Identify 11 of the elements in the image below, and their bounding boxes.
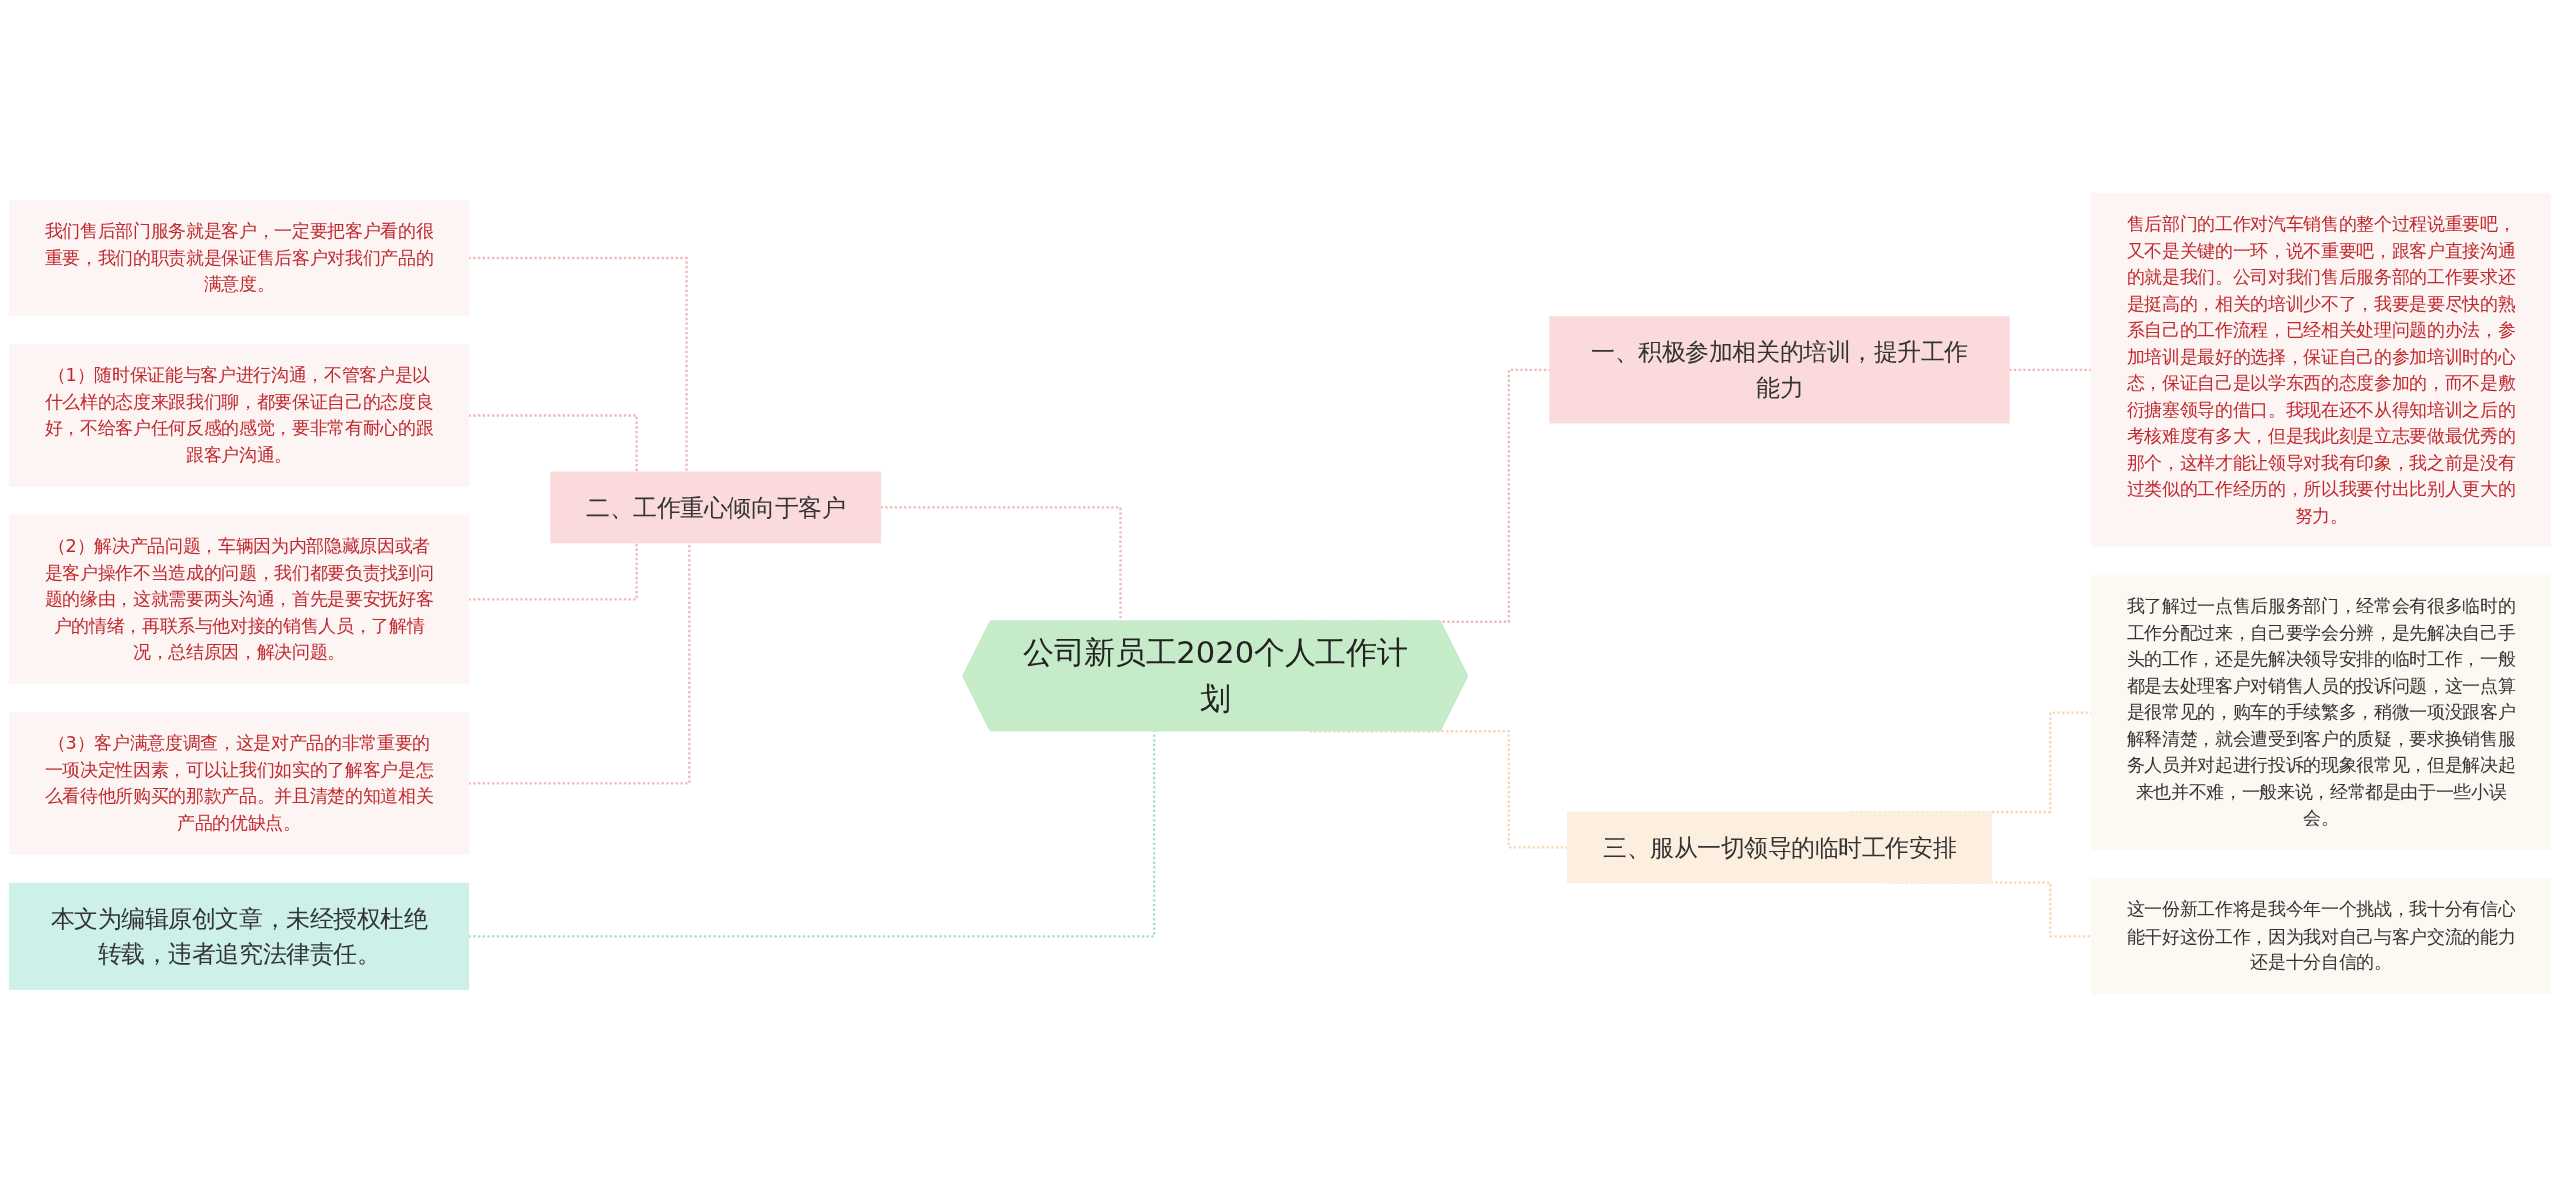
node-box: 本文为编辑原创文章，未经授权杜绝转载，违者追究法律责任。 (8, 882, 470, 990)
node-box: 我了解过一点售后服务部门，经常会有很多临时的工作分配过来，自己要学会分辨，是先解决自己手头的工作，还是先解决领导安排的临时工作，一般都是去处理客户对销售人员的投诉问题，这一点算是很常见的，购车的手续繁多，稍微一项没跟客户解释清楚，就会遭受到客户的质疑，要求换销售服务人员并对起进行投诉的现象很常见，但是解决起来也并不难，一般来说，经常都是由于一些小误会。 (2090, 575, 2552, 851)
node-box: 三、服从一切领导的临时工作安排 (1567, 811, 1993, 884)
node-box: （2）解决产品问题，车辆因为内部隐藏原因或者是客户操作不当造成的问题，我们都要负责找到问题的缘由，这就需要两头沟通，首先是要安抚好客户的情绪，再联系与他对接的销售人员，了解情况，总结原因，解决问题。 (8, 514, 470, 684)
node-box: 一、积极参加相关的培训，提升工作能力 (1549, 316, 2010, 424)
node-box: 售后部门的工作对汽车销售的整个过程说重要吧，又不是关键的一环，说不重要吧，跟客户直接沟通的就是我们。公司对我们售后服务部的工作要求还是挺高的，相关的培训少不了，我要是要尽快的熟系自己的工作流程，已经相关处理问题的办法，参加培训是最好的选择，保证自己的参加培训时的心态，保证自己是以学东西的态度参加的，而不是敷衍搪塞领导的借口。我现在还不从得知培训之后的考核难度有多大，但是我此刻是立志要做最优秀的那个，这样才能让领导对我有印象，我之前是没有过类似的工作经历的，所以我要付出比别人更大的努力。 (2090, 192, 2552, 547)
node-box: （3）客户满意度调查，这是对产品的非常重要的一项决定性因素，可以让我们如实的了解客户是怎么看待他所购买的那款产品。并且清楚的知道相关产品的优缺点。 (8, 712, 470, 855)
node-box: 这一份新工作将是我今年一个挑战，我十分有信心能干好这份工作，因为我对自己与客户交流的能力还是十分自信的。 (2090, 878, 2552, 995)
node-box: 我们售后部门服务就是客户，一定要把客户看的很重要，我们的职责就是保证售后客户对我们产品的满意度。 (8, 200, 470, 316)
node-box: （1）随时保证能与客户进行沟通，不管客户是以什么样的态度来跟我们聊，都要保证自己的态度良好，不给客户任何反感的感觉，要非常有耐心的跟跟客户沟通。 (8, 344, 470, 487)
node-box: 二、工作重心倾向于客户 (550, 471, 882, 544)
